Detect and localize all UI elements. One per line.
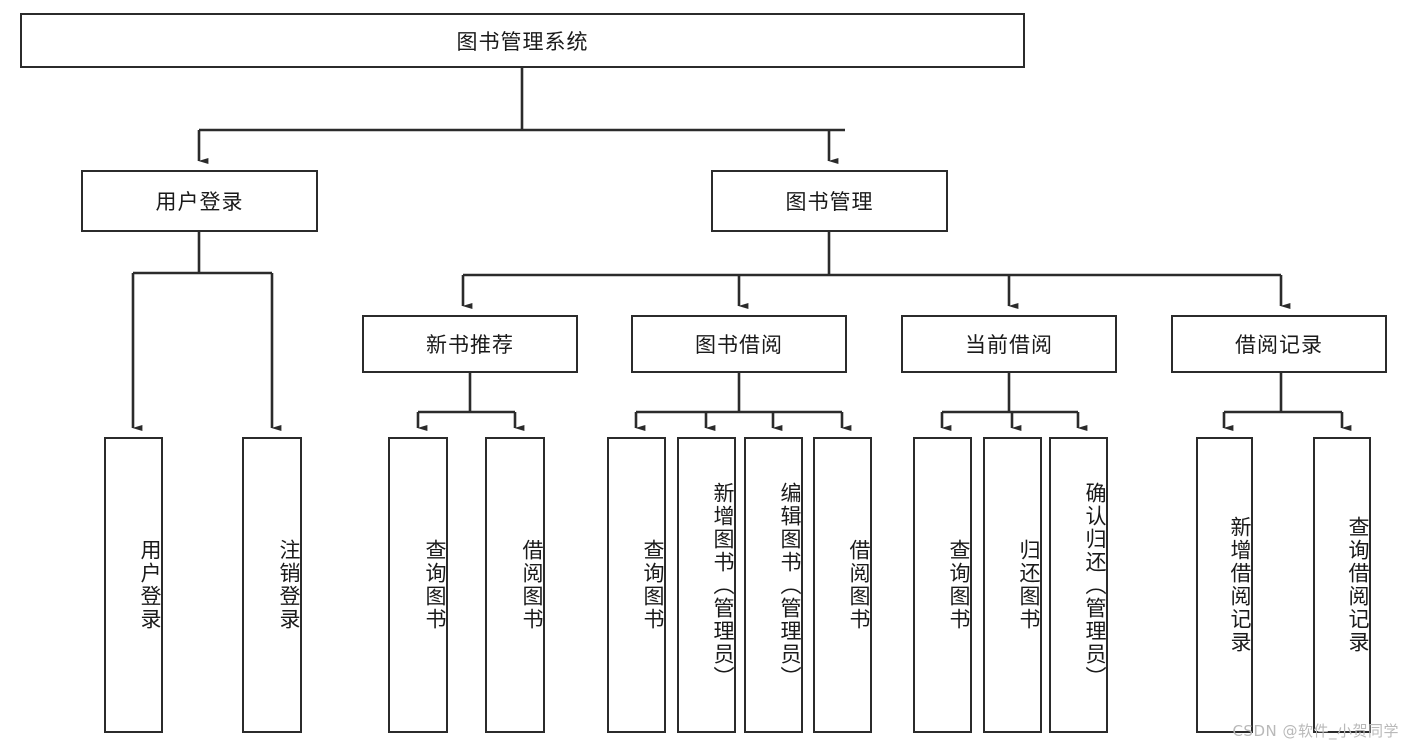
edge-group-user-login bbox=[131, 232, 282, 431]
leaf-borrow-book-rec[interactable]: 借阅图书 bbox=[485, 437, 545, 733]
leaf-borrow-book[interactable]: 借阅图书 bbox=[813, 437, 872, 733]
leaf-query-book-rec[interactable]: 查询图书 bbox=[388, 437, 448, 733]
leaf-add-borrow-record[interactable]: 新增借阅记录 bbox=[1196, 437, 1253, 733]
leaf-edit-book-admin[interactable]: 编辑图书（管理员） bbox=[744, 437, 803, 733]
node-book-borrow[interactable]: 图书借阅 bbox=[631, 315, 847, 373]
node-current-borrow[interactable]: 当前借阅 bbox=[901, 315, 1117, 373]
edge-group-book-manage bbox=[461, 232, 1291, 309]
leaf-query-book-current[interactable]: 查询图书 bbox=[913, 437, 972, 733]
node-book-manage[interactable]: 图书管理 bbox=[711, 170, 948, 232]
edge-group-new-book-rec bbox=[416, 373, 525, 431]
node-user-login[interactable]: 用户登录 bbox=[81, 170, 318, 232]
node-borrow-record[interactable]: 借阅记录 bbox=[1171, 315, 1387, 373]
edge-group-current-borrow bbox=[940, 373, 1088, 431]
leaf-logout[interactable]: 注销登录 bbox=[242, 437, 302, 733]
leaf-confirm-return-admin[interactable]: 确认归还（管理员） bbox=[1049, 437, 1108, 733]
leaf-query-book-borrow[interactable]: 查询图书 bbox=[607, 437, 666, 733]
edge-group-level1 bbox=[197, 68, 845, 164]
leaf-user-login[interactable]: 用户登录 bbox=[104, 437, 163, 733]
leaf-add-book-admin[interactable]: 新增图书（管理员） bbox=[677, 437, 736, 733]
leaf-query-borrow-record[interactable]: 查询借阅记录 bbox=[1313, 437, 1371, 733]
edge-group-borrow-record bbox=[1222, 373, 1352, 431]
node-root[interactable]: 图书管理系统 bbox=[20, 13, 1025, 68]
node-new-book-recommendation[interactable]: 新书推荐 bbox=[362, 315, 578, 373]
edge-group-book-borrow bbox=[634, 373, 852, 431]
leaf-return-book[interactable]: 归还图书 bbox=[983, 437, 1042, 733]
